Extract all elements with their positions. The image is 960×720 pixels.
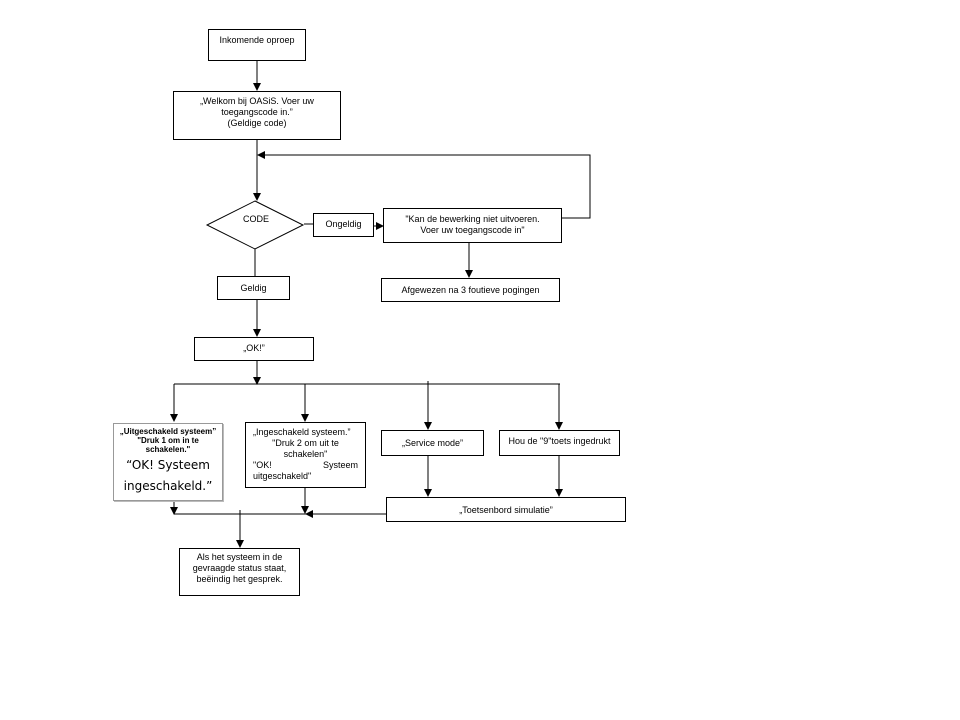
loop-back-line (257, 151, 591, 219)
rejected-box: Afgewezen na 3 foutieve pogingen (381, 278, 560, 302)
enabled-system-line1: „Ingeschakeld systeem.” (253, 427, 351, 437)
enabled-system-line3: schakelen" (283, 449, 328, 459)
end-call-box: Als het systeem in de gevraagde status s… (179, 548, 300, 596)
enabled-system-line4b: Systeem (322, 460, 358, 470)
incoming-call-text: Inkomende oproep (219, 35, 295, 45)
valid-text: Geldig (240, 283, 267, 293)
keypad-simulation-box: „Toetsenbord simulatie” (386, 497, 626, 522)
welcome-line3: (Geldige code) (227, 118, 287, 128)
keypad-simulation-text: „Toetsenbord simulatie” (459, 505, 553, 515)
cannot-process-box: "Kan de bewerking niet uitvoeren. Voer u… (383, 208, 562, 243)
incoming-call-box: Inkomende oproep (208, 29, 306, 61)
hold-nine-text: Hou de "9"toets ingedrukt (508, 436, 611, 446)
enabled-system-line4: "OK! Systeem (253, 460, 358, 471)
end-call-line1: Als het systeem in de (196, 552, 283, 562)
ok-text: „OK!” (243, 343, 265, 353)
service-mode-box: „Service mode” (381, 430, 484, 456)
welcome-line1: „Welkom bij OASiS. Voer uw (200, 96, 314, 106)
invalid-text: Ongeldig (325, 219, 362, 229)
service-mode-text: „Service mode” (401, 438, 464, 448)
rejected-text: Afgewezen na 3 foutieve pogingen (401, 285, 540, 295)
disabled-system-line5: ingeschakeld.” (123, 479, 213, 493)
code-decision-label: CODE (243, 214, 269, 224)
ok-box: „OK!” (194, 337, 314, 361)
enabled-system-line5: uitgeschakeld" (253, 471, 312, 481)
welcome-line2: toegangscode in.” (221, 107, 293, 117)
end-call-line2: gevraagde status staat, (192, 563, 287, 573)
hold-nine-box: Hou de "9"toets ingedrukt (499, 430, 620, 456)
cannot-process-line2: Voer uw toegangscode in" (420, 225, 525, 235)
disabled-system-line1: „Uitgeschakeld systeem” (119, 427, 217, 436)
enabled-system-line4a: "OK! (253, 460, 272, 470)
cannot-process-line1: "Kan de bewerking niet uitvoeren. (405, 214, 540, 224)
enabled-system-box: „Ingeschakeld systeem.” "Druk 2 om uit t… (245, 422, 366, 488)
disabled-system-box: „Uitgeschakeld systeem” "Druk 1 om in te… (113, 423, 223, 501)
invalid-box: Ongeldig (313, 213, 374, 237)
enabled-system-line2: "Druk 2 om uit te (272, 438, 339, 448)
valid-box: Geldig (217, 276, 290, 300)
disabled-system-line2: "Druk 1 om in te (137, 436, 199, 445)
code-decision-diamond (205, 200, 305, 250)
disabled-system-line3: schakelen." (145, 445, 191, 454)
disabled-system-line4: “OK! Systeem (126, 458, 210, 472)
welcome-box: „Welkom bij OASiS. Voer uw toegangscode … (173, 91, 341, 140)
end-call-line3: beëindig het gesprek. (196, 574, 283, 584)
